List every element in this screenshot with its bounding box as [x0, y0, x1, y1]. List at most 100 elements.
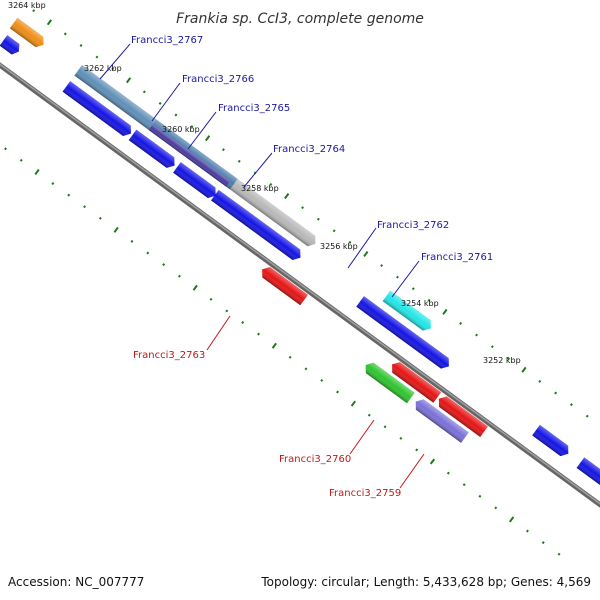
- tick-mark: [209, 297, 213, 301]
- tick-mark: [158, 101, 162, 105]
- tick-mark: [585, 414, 589, 418]
- leader-lines: [99, 43, 425, 489]
- tick-mark: [442, 308, 448, 315]
- cog-feature-left-orange: [9, 17, 44, 48]
- kbp-label-3264: 3264 kbp: [8, 1, 46, 10]
- tick-mark: [67, 193, 71, 197]
- cds-2764: [211, 189, 301, 260]
- gene-label-2759: Francci3_2759: [329, 488, 401, 499]
- tick-mark: [142, 90, 146, 94]
- tick-mark: [557, 552, 561, 556]
- tick-mark: [98, 216, 102, 220]
- tick-mark: [34, 168, 40, 175]
- tick-mark: [146, 251, 150, 255]
- tick-mark: [569, 403, 573, 407]
- cog-feature-2761: [382, 290, 431, 331]
- kbp-label-3252: 3252 kbp: [483, 356, 521, 365]
- cds-unlabeled-a: [532, 424, 569, 457]
- gene-label-2761: Francci3_2761: [421, 252, 493, 263]
- tick-mark: [46, 19, 53, 26]
- tick-mark: [288, 355, 292, 359]
- tick-mark: [541, 541, 545, 545]
- tick-mark: [459, 322, 463, 325]
- tick-mark: [19, 158, 23, 162]
- tick-mark: [490, 345, 494, 349]
- map-title: Frankia sp. CcI3, complete genome: [176, 11, 424, 27]
- tick-mark: [521, 366, 527, 373]
- tick-mark: [332, 229, 336, 233]
- cog-ring: [9, 17, 469, 443]
- gene-label-2762: Francci3_2762: [377, 220, 449, 231]
- cog-feature-2765: [148, 124, 231, 187]
- tick-mark: [525, 529, 529, 533]
- tick-mark: [367, 413, 371, 417]
- tick-mark: [383, 425, 387, 429]
- tick-mark: [320, 378, 324, 382]
- gene-label-2760: Francci3_2760: [279, 454, 351, 465]
- tick-mark: [204, 135, 211, 142]
- tick-mark: [237, 159, 241, 163]
- cds-left-edge: [0, 35, 20, 55]
- cog-feature-2764: [230, 179, 316, 247]
- ticks-inner: [3, 147, 561, 556]
- tick-mark: [51, 182, 55, 185]
- cog-feature-2759: [415, 399, 469, 443]
- kbp-label-3258: 3258 kbp: [241, 184, 279, 193]
- tick-mark: [336, 390, 340, 394]
- tick-mark: [221, 148, 225, 152]
- tick-mark: [304, 367, 308, 371]
- tick-mark: [494, 506, 498, 510]
- backbone: [0, 62, 600, 508]
- tick-mark: [192, 284, 198, 291]
- tick-mark: [162, 263, 166, 267]
- tick-mark: [396, 275, 399, 279]
- gene-label-2763: Francci3_2763: [133, 350, 205, 361]
- tick-mark: [3, 147, 7, 151]
- cds-2767: [62, 81, 131, 136]
- cds-2762: [356, 296, 405, 337]
- tick-mark: [429, 458, 436, 465]
- tick-mark: [130, 239, 134, 243]
- tick-mark: [32, 9, 36, 13]
- tick-mark: [113, 226, 119, 233]
- tick-mark: [269, 183, 273, 186]
- tick-mark: [111, 67, 115, 71]
- cds-2766: [128, 129, 175, 168]
- cds-2765: [173, 162, 216, 198]
- kbp-label-3256: 3256 kbp: [320, 242, 358, 251]
- tick-mark: [63, 32, 67, 36]
- gene-label-2766: Francci3_2766: [182, 74, 254, 85]
- tick-mark: [301, 206, 304, 210]
- gene-label-2767: Francci3_2767: [131, 35, 203, 46]
- tick-mark: [348, 240, 352, 244]
- tick-mark: [462, 483, 466, 487]
- gene-label-2764: Francci3_2764: [273, 144, 345, 155]
- tick-mark: [79, 44, 83, 47]
- cog-feature-2760: [365, 362, 415, 404]
- accession-text: Accession: NC_007777: [8, 575, 144, 589]
- kbp-label-3262: 3262 kbp: [84, 64, 122, 73]
- tick-mark: [415, 448, 419, 452]
- tick-mark: [380, 264, 384, 268]
- cds-2760: [392, 362, 442, 403]
- tick-mark: [446, 471, 450, 475]
- tick-mark: [475, 333, 478, 337]
- tick-mark: [125, 77, 132, 84]
- ticks-outer: [32, 9, 589, 418]
- tick-mark: [554, 391, 558, 395]
- tick-mark: [363, 251, 369, 257]
- tick-mark: [95, 55, 99, 59]
- gene-labels: Francci3_2767 Francci3_2766 Francci3_276…: [131, 35, 493, 499]
- kbp-label-3260: 3260 kbp: [162, 125, 200, 134]
- cds-2763: [262, 267, 308, 306]
- cds-2761: [395, 325, 449, 369]
- tick-mark: [350, 400, 357, 407]
- kbp-label-3254: 3254 kbp: [401, 299, 439, 308]
- tick-mark: [506, 356, 510, 360]
- tick-mark: [508, 516, 515, 523]
- tick-mark: [190, 125, 194, 129]
- tick-mark: [427, 298, 431, 302]
- topology-text: Topology: circular; Length: 5,433,628 bp…: [260, 575, 591, 589]
- tick-mark: [241, 321, 245, 324]
- gene-label-2765: Francci3_2765: [218, 103, 290, 114]
